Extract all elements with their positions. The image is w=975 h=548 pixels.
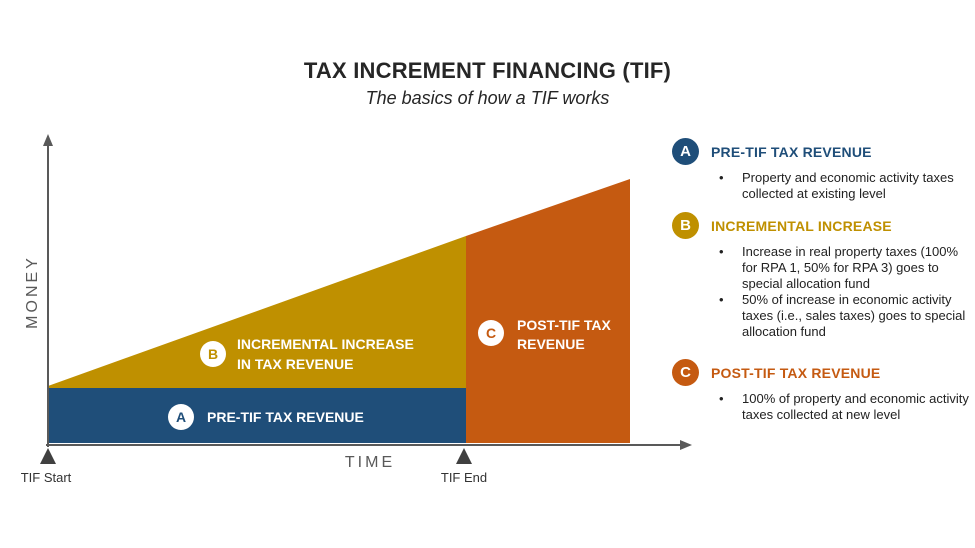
badge-a-letter: A	[176, 409, 186, 425]
legend-badge-a: A	[672, 138, 699, 165]
legend-bullet: 100% of property and economic activity t…	[672, 391, 972, 423]
x-axis-arrow	[680, 440, 692, 450]
legend-title-post-tif: POST-TIF TAX REVENUE	[711, 364, 881, 381]
legend-badge-c: C	[672, 359, 699, 386]
badge-c-circle	[478, 320, 504, 346]
legend-item-post-tif: C POST-TIF TAX REVENUE 100% of property …	[672, 359, 972, 423]
legend-item-incremental: B INCREMENTAL INCREASE Increase in real …	[672, 212, 972, 340]
post-tif-region-label-line1: POST-TIF TAX	[517, 317, 612, 333]
legend-bullet: Increase in real property taxes (100% fo…	[672, 244, 972, 292]
legend-item-header: B INCREMENTAL INCREASE	[672, 212, 972, 239]
tif-end-label: TIF End	[441, 470, 487, 485]
incremental-region-label-line1: INCREMENTAL INCREASE	[237, 336, 414, 352]
legend-bullets: Property and economic activity taxes col…	[672, 170, 972, 202]
legend-title-pre-tif: PRE-TIF TAX REVENUE	[711, 143, 872, 160]
legend-item-header: C POST-TIF TAX REVENUE	[672, 359, 972, 386]
pre-tif-region	[48, 388, 466, 443]
post-tif-region	[466, 179, 630, 443]
legend-item-pre-tif: A PRE-TIF TAX REVENUE Property and econo…	[672, 138, 972, 202]
tif-end-marker	[456, 448, 472, 464]
badge-a-circle	[168, 404, 194, 430]
y-axis-label: MONEY	[24, 255, 41, 329]
tif-start-marker	[40, 448, 56, 464]
y-axis-arrow	[43, 134, 53, 146]
page-title: TAX INCREMENT FINANCING (TIF)	[303, 58, 672, 83]
legend-bullets: Increase in real property taxes (100% fo…	[672, 244, 972, 340]
page-subtitle: The basics of how a TIF works	[365, 88, 610, 108]
incremental-region	[48, 236, 466, 388]
incremental-region-label-line2: IN TAX REVENUE	[237, 356, 353, 372]
legend-bullet: Property and economic activity taxes col…	[672, 170, 972, 202]
legend-bullet: 50% of increase in economic activity tax…	[672, 292, 972, 340]
legend-item-header: A PRE-TIF TAX REVENUE	[672, 138, 972, 165]
badge-c-letter: C	[486, 325, 496, 341]
tif-start-label: TIF Start	[21, 470, 72, 485]
legend-badge-b: B	[672, 212, 699, 239]
badge-b-letter: B	[208, 346, 218, 362]
x-axis-label: TIME	[345, 454, 395, 471]
post-tif-region-label-line2: REVENUE	[517, 336, 585, 352]
legend-title-incremental: INCREMENTAL INCREASE	[711, 217, 892, 234]
pre-tif-region-label: PRE-TIF TAX REVENUE	[207, 409, 364, 425]
legend-bullets: 100% of property and economic activity t…	[672, 391, 972, 423]
badge-b-circle	[200, 341, 226, 367]
